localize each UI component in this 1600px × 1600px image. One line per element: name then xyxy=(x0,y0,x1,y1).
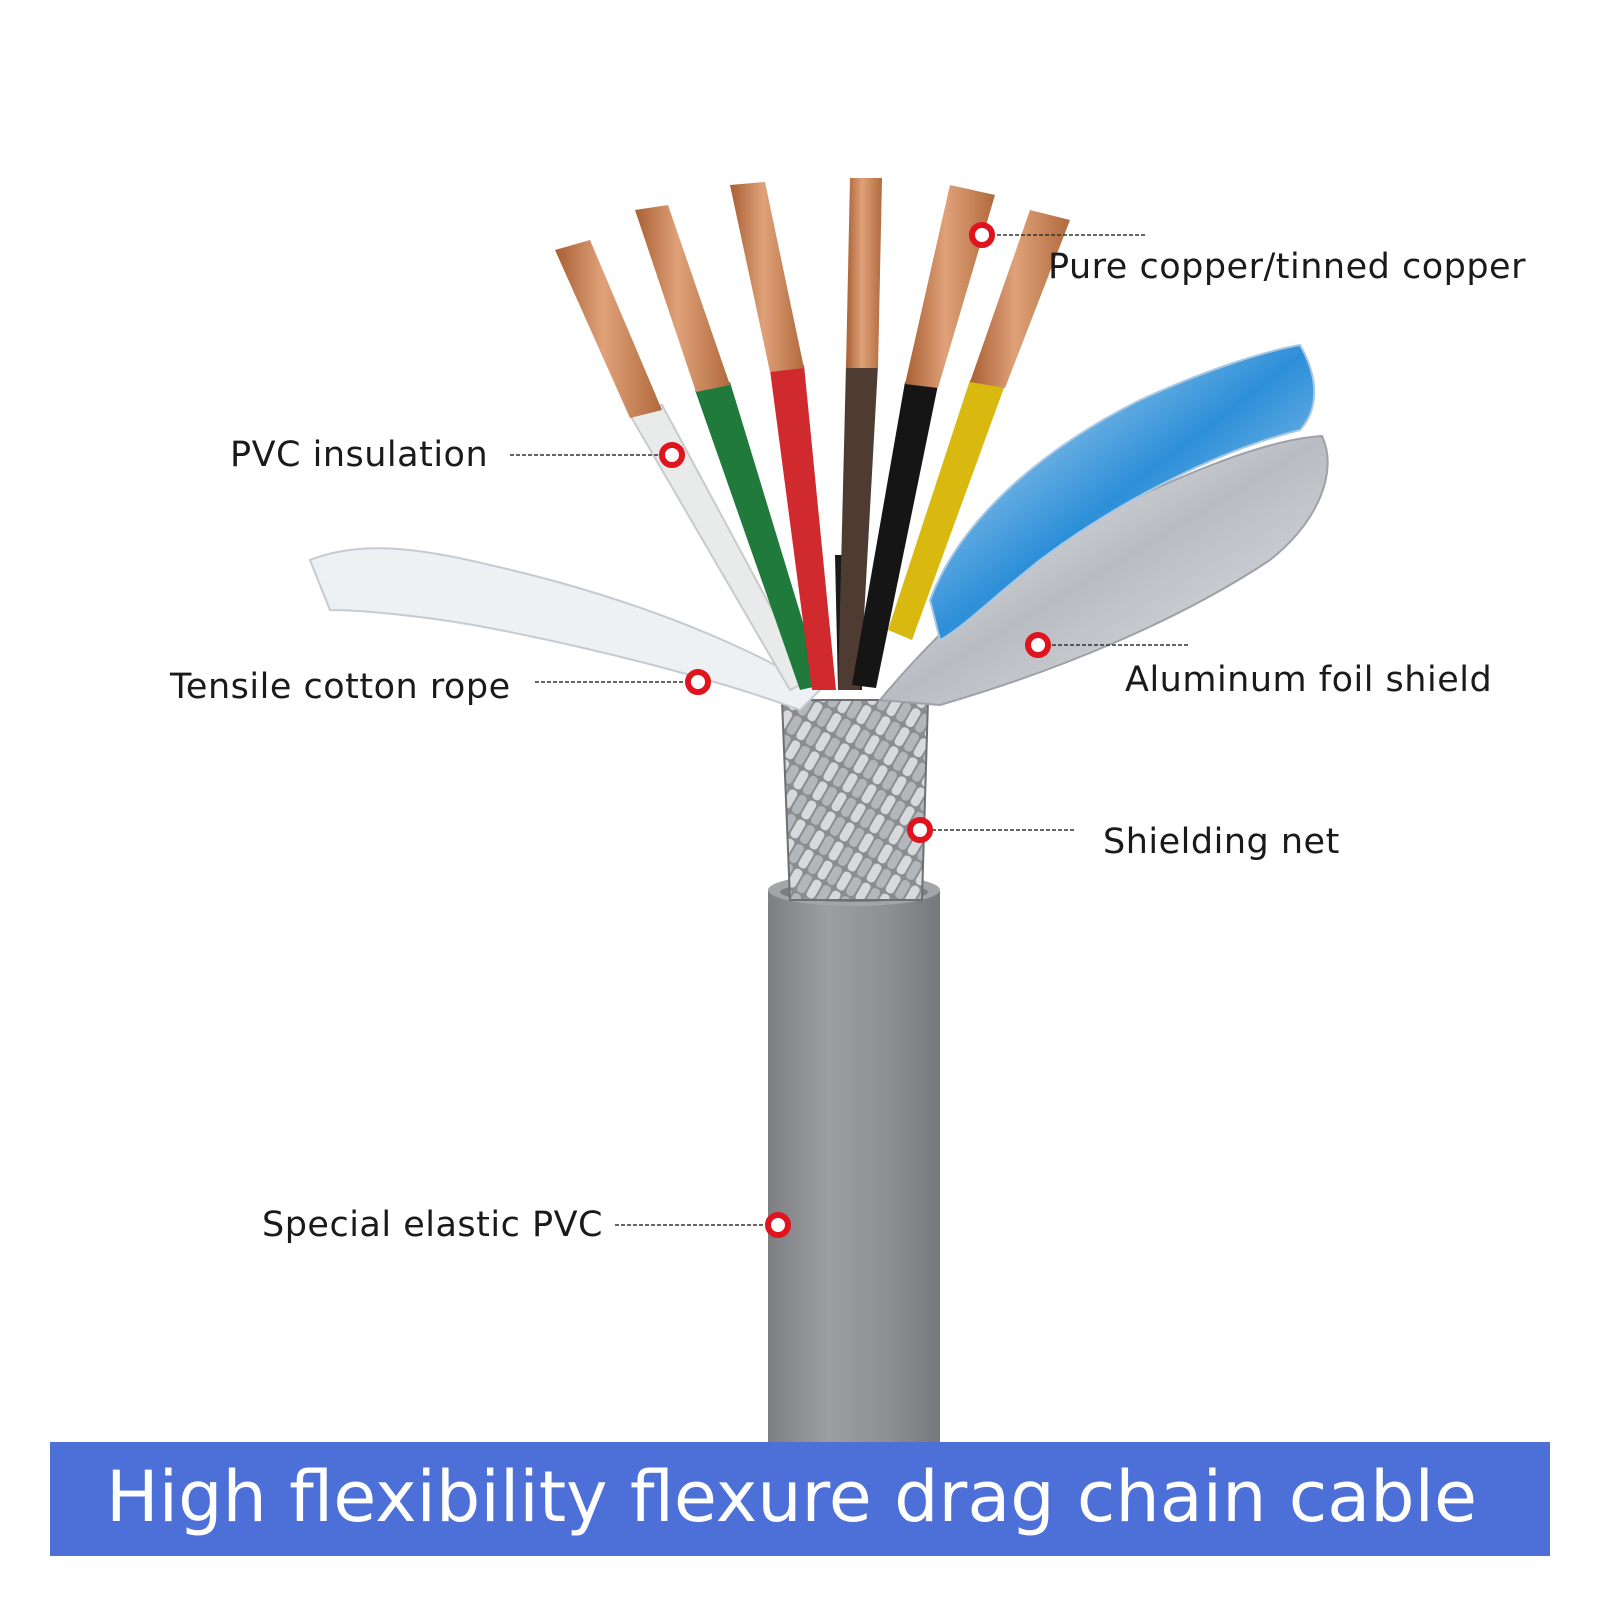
marker-cotton-rope xyxy=(685,669,711,695)
wire-green xyxy=(695,382,822,690)
title-banner: High flexibility flexure drag chain cabl… xyxy=(50,1442,1550,1556)
label-cotton-rope: Tensile cotton rope xyxy=(170,667,511,707)
label-foil-shield: Aluminum foil shield xyxy=(1125,660,1493,700)
wire-black xyxy=(852,382,938,688)
label-elastic-pvc: Special elastic PVC xyxy=(262,1205,603,1245)
marker-foil-shield xyxy=(1025,632,1051,658)
label-pvc-insulation: PVC insulation xyxy=(230,435,489,475)
wire-red xyxy=(770,365,836,690)
shielding-net xyxy=(780,699,930,901)
banner-title: High flexibility flexure drag chain cabl… xyxy=(106,1456,1478,1538)
tensile-cotton-rope xyxy=(308,547,822,712)
leader-lines xyxy=(510,234,1190,1226)
label-shielding-net: Shielding net xyxy=(1103,822,1340,862)
blue-wrap-layer xyxy=(928,343,1316,642)
marker-shielding-net xyxy=(907,817,933,843)
label-copper: Pure copper/tinned copper xyxy=(1048,247,1526,287)
marker-pvc-insulation xyxy=(659,442,685,468)
wire-yellow xyxy=(888,380,1005,640)
marker-copper xyxy=(969,222,995,248)
markers xyxy=(659,222,1051,1238)
insulated-wires xyxy=(628,365,1005,692)
copper-conductors xyxy=(555,178,1070,418)
wire-brown xyxy=(838,365,878,690)
outer-jacket xyxy=(768,874,940,1450)
marker-elastic-pvc xyxy=(765,1212,791,1238)
